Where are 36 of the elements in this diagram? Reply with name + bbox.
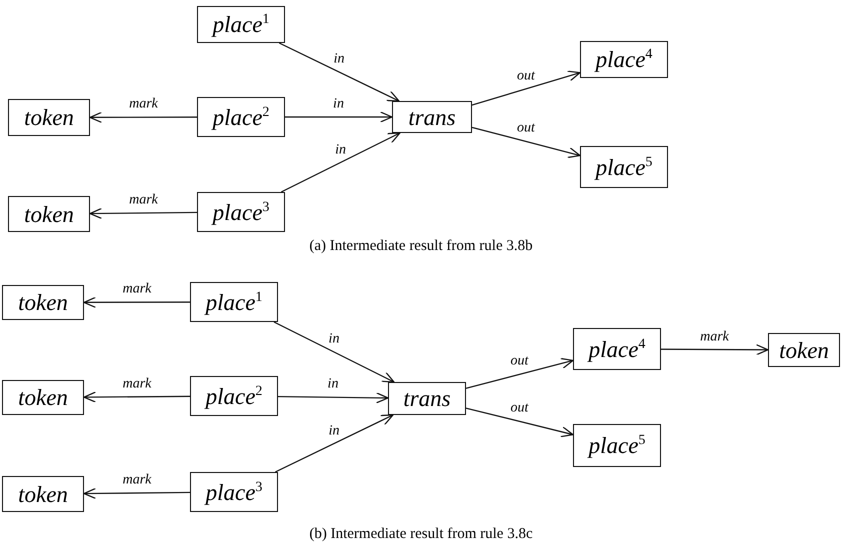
place-box: token <box>2 476 84 512</box>
place-box: place$^{4}$ <box>573 328 661 370</box>
place-box: token <box>8 196 90 232</box>
place-box: place$^{1}$ <box>197 6 285 43</box>
arrow <box>472 126 581 158</box>
subfigure-caption: (a) Intermediate result from rule 3.8b <box>309 238 533 255</box>
place-box: trans <box>388 382 466 415</box>
arrow <box>275 414 394 473</box>
place-box: place$^{1}$ <box>190 282 278 322</box>
arrow <box>278 42 400 102</box>
place-box: place$^{2}$ <box>190 376 278 416</box>
arrow <box>89 112 197 123</box>
arrow <box>466 408 574 438</box>
place-box: place$^{4}$ <box>580 41 668 78</box>
subfigure-caption: (b) Intermediate result from rule 3.8c <box>309 526 533 543</box>
place-box: place$^{2}$ <box>197 97 285 137</box>
place-box: token <box>8 99 90 136</box>
arrow <box>285 111 393 123</box>
arrow <box>661 344 769 356</box>
place-box: trans <box>392 101 472 133</box>
place-box: place$^{5}$ <box>573 424 661 467</box>
place-box: place$^{3}$ <box>197 192 285 232</box>
place-box: token <box>2 285 84 320</box>
arrow <box>278 392 389 404</box>
arrow <box>83 488 190 500</box>
arrow <box>89 208 197 220</box>
arrow <box>83 392 190 403</box>
arrow <box>274 321 395 383</box>
place-box: token <box>768 333 840 367</box>
place-box: token <box>2 380 84 415</box>
arrow <box>280 132 400 193</box>
place-box: place$^{5}$ <box>580 146 668 188</box>
arrow <box>466 358 574 389</box>
arrow <box>472 70 581 106</box>
arrow <box>83 296 190 308</box>
place-box: place$^{3}$ <box>190 472 278 512</box>
